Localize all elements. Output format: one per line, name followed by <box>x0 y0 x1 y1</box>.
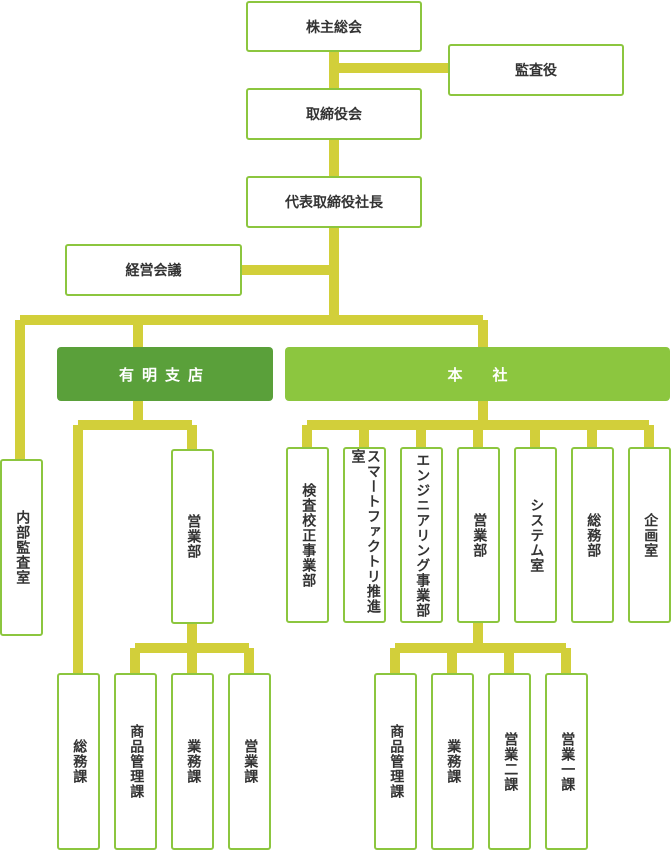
internal-audit-box: 内部監査室 <box>0 459 43 636</box>
hq-department-box: スマートファクトリ推進室 <box>343 447 386 623</box>
internal-audit-label: 内部監査室 <box>14 510 31 585</box>
hq-sales-section-label: 商品管理課 <box>388 724 405 799</box>
branch-section-label: 営業課 <box>242 739 259 784</box>
branch-sales-dept-label: 営業部 <box>185 514 202 559</box>
hq-sales-section-box: 商品管理課 <box>374 673 417 850</box>
hq-sales-section-label: 営業一課 <box>559 731 576 792</box>
management-council-box: 経営会議 <box>65 244 242 296</box>
hq-department-box: 営業部 <box>457 447 500 623</box>
hq-title: 本 社 <box>447 365 508 384</box>
branch-section-box: 業務課 <box>171 673 214 850</box>
hq-sales-section-label: 業務課 <box>445 739 462 784</box>
management-council-label: 経営会議 <box>125 263 182 279</box>
president-label: 代表取締役社長 <box>285 195 383 211</box>
president-box: 代表取締役社長 <box>246 176 422 228</box>
hq-department-label: システム室 <box>528 497 545 573</box>
branch-section-label: 業務課 <box>185 739 202 784</box>
shareholders-box: 株主総会 <box>246 1 422 52</box>
board-box: 取締役会 <box>246 88 422 140</box>
branch-header: 有明支店 <box>57 347 273 401</box>
hq-department-box: 検査校正事業部 <box>286 447 329 623</box>
branch-title: 有明支店 <box>118 365 211 384</box>
hq-department-label: 企画室 <box>642 512 659 558</box>
hq-sales-section-box: 営業一課 <box>545 673 588 850</box>
branch-section-box: 商品管理課 <box>114 673 157 850</box>
auditor-box: 監査役 <box>448 44 624 96</box>
hq-department-box: 企画室 <box>628 447 671 623</box>
branch-sales-dept-box: 営業部 <box>171 449 214 624</box>
hq-department-box: 総務部 <box>571 447 614 623</box>
hq-department-label: スマートファクトリ推進室 <box>349 449 381 614</box>
hq-header: 本 社 <box>285 347 670 401</box>
branch-section-label: 商品管理課 <box>128 724 145 799</box>
branch-section-box: 営業課 <box>228 673 271 850</box>
hq-department-box: システム室 <box>514 447 557 623</box>
shareholders-label: 株主総会 <box>306 19 362 36</box>
hq-sales-section-box: 営業二課 <box>488 673 531 850</box>
hq-sales-section-box: 業務課 <box>431 673 474 850</box>
hq-department-label: 総務部 <box>585 512 602 558</box>
hq-department-box: エンジニアリング事業部 <box>400 447 443 623</box>
hq-department-label: 営業部 <box>471 512 488 558</box>
board-label: 取締役会 <box>306 107 362 123</box>
auditor-label: 監査役 <box>515 63 557 79</box>
branch-general-affairs-label: 総務課 <box>71 739 88 784</box>
hq-department-label: 検査校正事業部 <box>300 482 317 588</box>
branch-general-affairs-box: 総務課 <box>57 673 100 850</box>
hq-department-label: エンジニアリング事業部 <box>414 452 431 618</box>
hq-sales-section-label: 営業二課 <box>502 731 519 792</box>
